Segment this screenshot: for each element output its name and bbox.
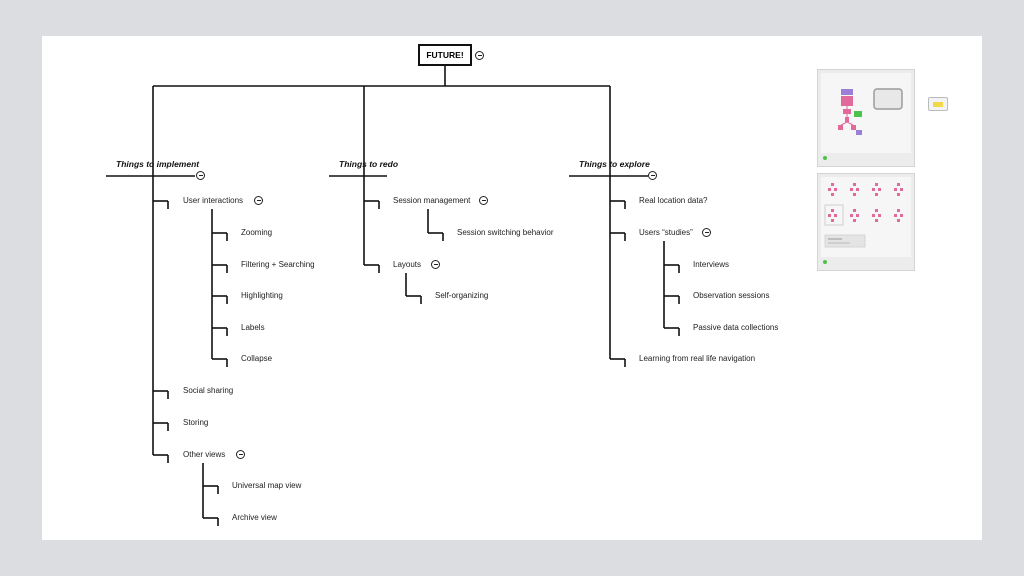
node-collapse[interactable]: Collapse	[241, 354, 273, 363]
branch-title-explore[interactable]: Things to explore	[579, 159, 650, 169]
node-layouts[interactable]: Layouts	[393, 260, 422, 269]
root-node[interactable]: FUTURE!	[418, 44, 472, 66]
mindmap-canvas[interactable]: FUTURE! Things to implement Things to re…	[42, 36, 982, 540]
node-interviews[interactable]: Interviews	[693, 260, 730, 269]
tree-connectors	[106, 66, 680, 526]
collapse-icon[interactable]	[254, 196, 263, 205]
node-universal-map-view[interactable]: Universal map view	[232, 481, 302, 490]
collapse-icon[interactable]	[475, 51, 484, 60]
board-thumbnail[interactable]	[817, 173, 915, 271]
collapse-icon[interactable]	[236, 450, 245, 459]
node-users-studies[interactable]: Users “studies”	[639, 228, 693, 237]
node-highlighting[interactable]: Highlighting	[241, 291, 283, 300]
green-dot-icon	[823, 260, 827, 264]
node-session-management[interactable]: Session management	[393, 196, 471, 205]
node-storing[interactable]: Storing	[183, 418, 209, 427]
thumbnail-preview	[821, 177, 911, 257]
node-real-location[interactable]: Real location data?	[639, 196, 708, 205]
mindmap-grid-preview-icon	[824, 183, 903, 248]
node-other-views[interactable]: Other views	[183, 450, 226, 459]
branch-title-redo[interactable]: Things to redo	[339, 159, 399, 169]
node-passive-data[interactable]: Passive data collections	[693, 323, 779, 332]
mindmap-preview-icon	[838, 88, 903, 135]
node-labels[interactable]: Labels	[241, 323, 265, 332]
node-session-switching[interactable]: Session switching behavior	[457, 228, 554, 237]
collapse-icon[interactable]	[431, 260, 440, 269]
collapse-icon[interactable]	[648, 171, 657, 180]
note-icon	[933, 102, 943, 107]
node-learning-real-life[interactable]: Learning from real life navigation	[639, 354, 756, 363]
node-filtering-searching[interactable]: Filtering + Searching	[241, 260, 315, 269]
node-social-sharing[interactable]: Social sharing	[183, 386, 234, 395]
collapse-icon[interactable]	[196, 171, 205, 180]
node-self-organizing[interactable]: Self-organizing	[435, 291, 489, 300]
node-observation-sessions[interactable]: Observation sessions	[693, 291, 770, 300]
node-archive-view[interactable]: Archive view	[232, 513, 277, 522]
branch-title-implement[interactable]: Things to implement	[116, 159, 200, 169]
note-button[interactable]	[928, 97, 948, 111]
node-user-interactions[interactable]: User interactions	[183, 196, 244, 205]
thumbnail-preview	[821, 73, 911, 153]
node-zooming[interactable]: Zooming	[241, 228, 273, 237]
collapse-icon[interactable]	[702, 228, 711, 237]
green-dot-icon	[823, 156, 827, 160]
board-thumbnail[interactable]	[817, 69, 915, 167]
collapse-icon[interactable]	[479, 196, 488, 205]
